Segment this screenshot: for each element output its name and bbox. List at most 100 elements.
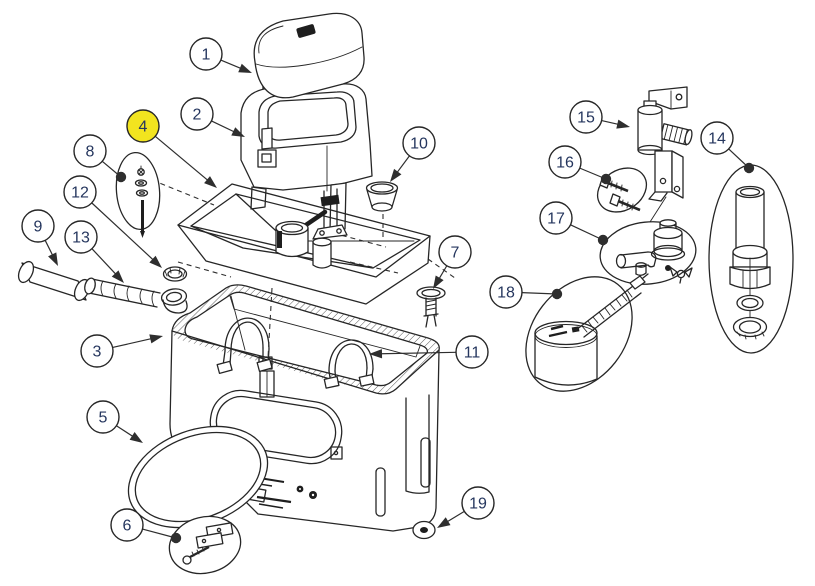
callout-number: 13	[72, 230, 90, 247]
callout-leader	[91, 248, 117, 276]
callout-circle-18	[489, 275, 523, 309]
callout-circle-2	[180, 97, 214, 131]
callout-13: 13	[64, 220, 124, 283]
bolt-detail-ellipse	[115, 151, 161, 238]
callout-19: 19	[437, 486, 495, 528]
leader-dot-icon	[551, 288, 563, 300]
plug-drawing	[416, 286, 446, 328]
callout-number: 1	[202, 47, 211, 64]
callout-number: 16	[556, 155, 574, 172]
leader-arrowhead-icon	[390, 168, 402, 182]
float-valve-detail-ellipse	[599, 219, 697, 285]
callout-11: 11	[369, 335, 489, 369]
callout-14: 14	[700, 121, 755, 174]
callout-circle-4	[126, 109, 160, 143]
leader-dot-icon	[600, 173, 612, 185]
callout-9: 9	[21, 209, 58, 266]
grommet-drawing	[412, 520, 436, 540]
callout-7: 7	[433, 235, 472, 289]
callout-16: 16	[548, 145, 612, 185]
leader-dot-icon	[170, 532, 182, 544]
callout-circle-10	[402, 126, 436, 160]
leader-arrowhead-icon	[433, 275, 444, 289]
callout-number: 12	[71, 185, 89, 202]
leader-arrowhead-icon	[437, 517, 451, 528]
callout-leader	[112, 337, 153, 349]
hose-drawing	[84, 277, 188, 314]
callout-leader	[142, 528, 177, 539]
lid-logo	[296, 24, 316, 38]
callout-4: 4	[126, 109, 217, 188]
callout-leader	[570, 224, 604, 241]
callout-leader	[601, 119, 620, 126]
thermostat-detail-ellipse	[525, 273, 649, 392]
callout-number: 10	[410, 136, 428, 153]
callout-number: 17	[547, 211, 565, 228]
leader-arrowhead-icon	[231, 127, 245, 137]
housing-drawing	[240, 74, 373, 232]
callout-circle-17	[539, 201, 573, 235]
leader-arrowhead-icon	[48, 252, 58, 266]
callout-circle-5	[86, 400, 120, 434]
drain-tube-detail-ellipse	[708, 164, 794, 354]
callout-circle-9	[21, 209, 55, 243]
leader-arrowhead-icon	[616, 119, 630, 129]
cup-insert-drawing	[365, 181, 399, 238]
callout-leader	[521, 292, 558, 295]
callout-number: 18	[497, 285, 515, 302]
callout-18: 18	[489, 275, 563, 309]
callout-circle-13	[64, 220, 98, 254]
callout-number: 7	[451, 245, 460, 262]
solenoid-valve-drawing	[637, 86, 693, 223]
callout-number: 14	[708, 131, 726, 148]
callout-leader	[44, 240, 54, 257]
callout-circle-6	[110, 508, 144, 542]
callout-1: 1	[189, 37, 252, 73]
alignment-dashed-lines	[151, 179, 456, 359]
callout-circle-16	[548, 145, 582, 179]
callout-17: 17	[539, 201, 609, 246]
callout-number: 15	[577, 110, 595, 127]
callout-number: 6	[123, 518, 132, 535]
callout-number: 9	[34, 219, 43, 236]
callout-circle-3	[80, 334, 114, 368]
leader-dot-icon	[597, 234, 609, 246]
leader-dot-icon	[743, 162, 755, 174]
lid-drawing	[253, 12, 365, 99]
callout-leader	[446, 510, 465, 523]
leader-arrowhead-icon	[369, 349, 383, 359]
callout-10: 10	[390, 126, 436, 182]
leader-arrowhead-icon	[149, 334, 163, 344]
ring-nut-drawing	[162, 266, 188, 282]
callout-number: 19	[469, 496, 487, 513]
callout-6: 6	[110, 508, 182, 544]
callout-5: 5	[86, 400, 143, 443]
float-valve-assembly-drawing	[275, 188, 348, 269]
callout-leader	[396, 155, 410, 174]
callout-2: 2	[180, 97, 245, 137]
callout-8: 8	[73, 134, 127, 183]
leader-arrowhead-icon	[111, 270, 124, 283]
callout-circle-12	[63, 175, 97, 209]
heating-element-drawing	[216, 295, 375, 389]
callout-number: 8	[86, 144, 95, 161]
callout-leader	[154, 135, 209, 182]
leader-arrowhead-icon	[149, 255, 162, 268]
callout-circle-11	[455, 335, 489, 369]
supply-tube-drawing	[17, 260, 91, 302]
leader-arrowhead-icon	[238, 63, 252, 73]
screws-detail-ellipse	[596, 167, 648, 213]
callout-leader	[211, 120, 236, 133]
callout-leader	[91, 202, 155, 261]
callout-circle-1	[189, 37, 223, 71]
leader-arrowhead-icon	[129, 432, 143, 443]
callout-number: 2	[193, 107, 202, 124]
heater-tray-drawing	[177, 183, 431, 305]
clip-hardware-detail	[168, 515, 242, 575]
callout-circle-15	[569, 100, 603, 134]
callout-number: 11	[464, 345, 481, 362]
callout-15: 15	[569, 100, 630, 134]
